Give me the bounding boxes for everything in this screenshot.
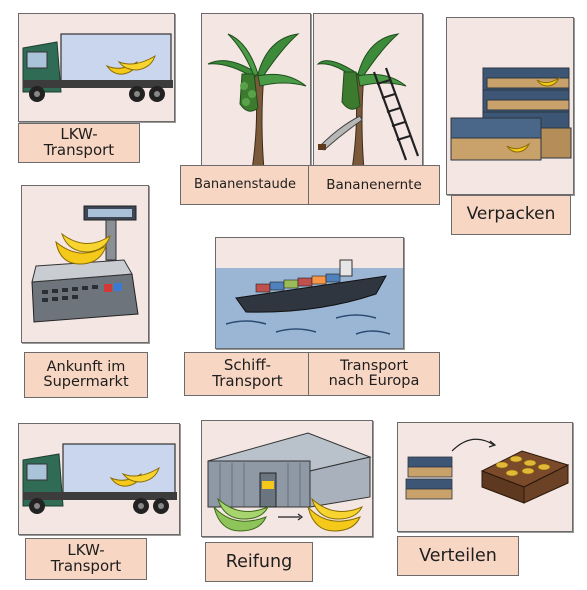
label-truck-1: LKW- Transport (18, 123, 140, 163)
container-ship-icon (216, 259, 403, 348)
scale-icon (31, 205, 139, 323)
card-staude (201, 13, 311, 177)
label-verpacken: Verpacken (451, 195, 571, 235)
label-ernte: Bananenernte (308, 165, 440, 205)
display-crate-icon (405, 438, 570, 504)
card-truck-2 (18, 423, 180, 535)
card-schiff (215, 237, 404, 349)
banana-tree-icon (207, 33, 307, 171)
machete-icon (318, 115, 363, 151)
ripe-bananas-icon (278, 497, 364, 532)
green-bananas-icon (213, 497, 270, 532)
label-schiff: Schiff- Transport (184, 352, 311, 396)
card-verteilen (397, 422, 573, 532)
truck-icon (22, 443, 177, 514)
label-supermarkt: Ankunft im Supermarkt (24, 352, 148, 398)
label-europa: Transport nach Europa (308, 352, 440, 396)
truck-icon (22, 33, 173, 102)
label-staude: Bananenstaude (180, 165, 310, 205)
card-ernte (313, 13, 423, 177)
ladder-icon (372, 67, 420, 161)
label-truck-2: LKW- Transport (25, 538, 147, 580)
banana-boxes-icon (450, 67, 572, 161)
warehouse-icon (207, 432, 372, 508)
card-truck-1 (18, 13, 175, 122)
card-supermarkt (21, 185, 149, 343)
label-reifung: Reifung (205, 542, 313, 582)
card-verpacken (446, 17, 574, 195)
label-verteilen: Verteilen (397, 536, 519, 576)
card-reifung (201, 420, 373, 537)
